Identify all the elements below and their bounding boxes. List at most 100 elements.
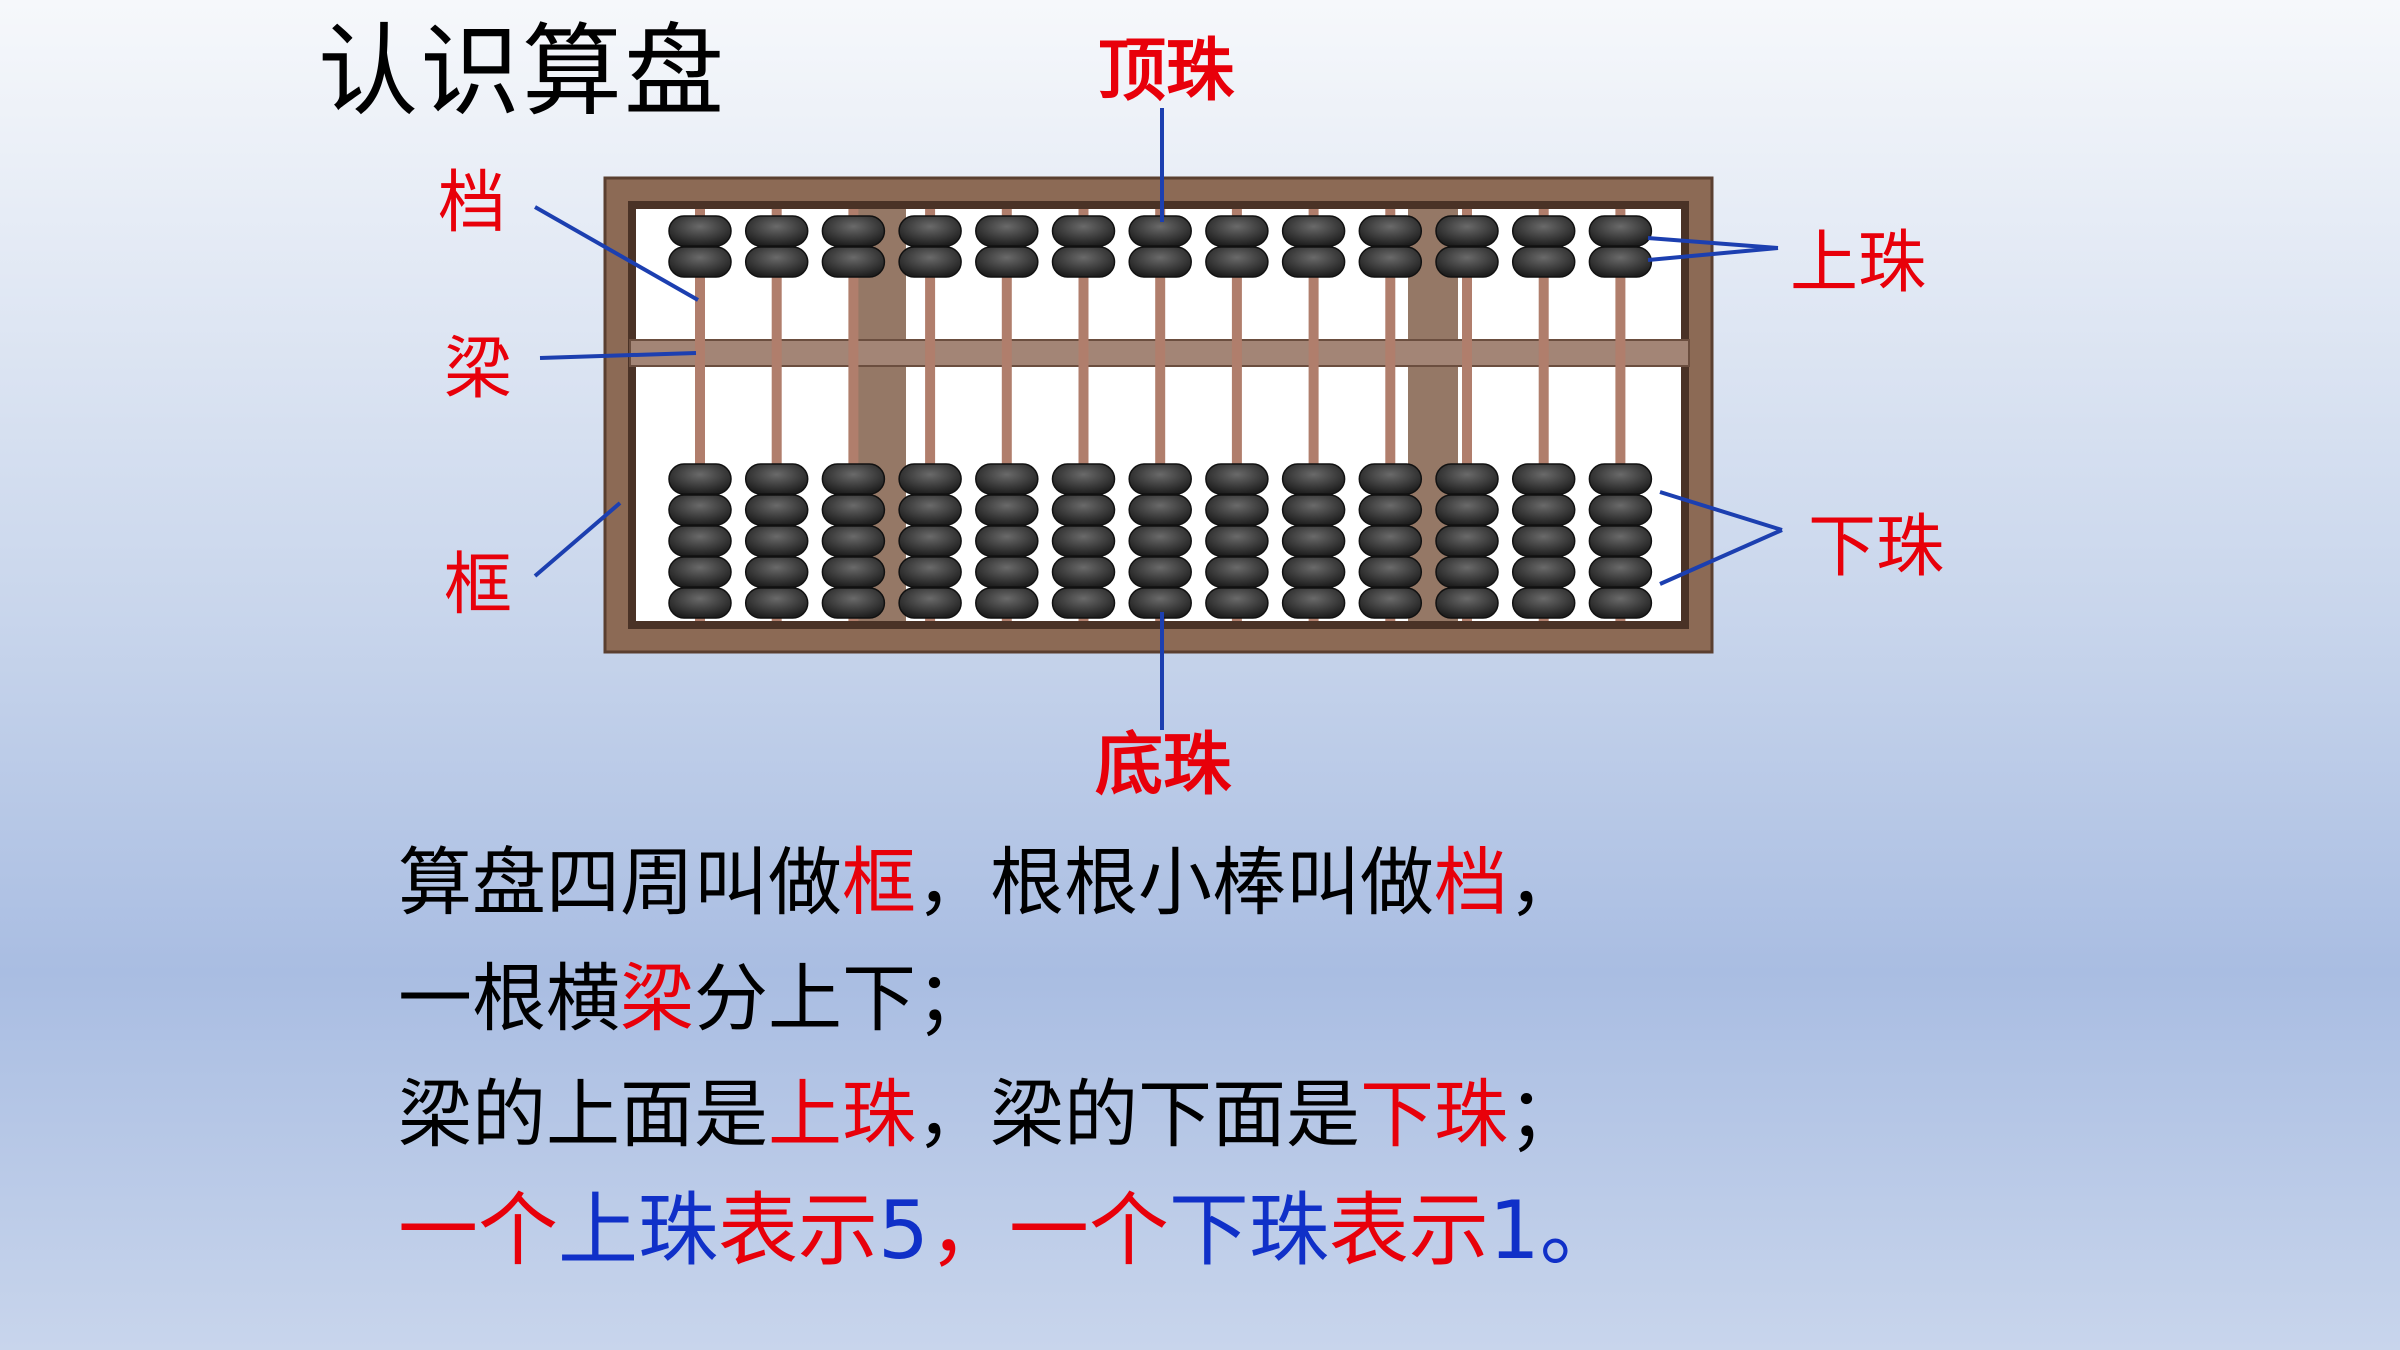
verse-segment: 梁的上面是	[398, 1072, 768, 1158]
label-xiazhu: 下珠	[1808, 508, 1945, 587]
lower-bead	[1435, 463, 1499, 495]
upper-bead	[1511, 246, 1576, 278]
lower-bead	[1051, 463, 1116, 495]
lower-bead	[1205, 556, 1269, 588]
lower-bead	[821, 556, 886, 588]
lower-bead	[668, 556, 732, 588]
abacus-rod	[1308, 209, 1319, 621]
upper-bead	[1281, 246, 1346, 278]
verse-segment: 档	[1434, 840, 1508, 926]
lower-bead	[744, 463, 809, 495]
verse-segment: ，一个	[928, 1184, 1169, 1277]
abacus-rod	[1231, 209, 1242, 621]
leader-line-kuang	[533, 501, 622, 578]
abacus-rod	[1462, 209, 1472, 621]
lower-bead	[821, 463, 886, 495]
lower-bead	[1435, 494, 1499, 526]
upper-bead	[668, 246, 732, 278]
abacus-rod	[848, 209, 859, 621]
lower-bead	[975, 525, 1039, 557]
lower-bead	[898, 463, 962, 495]
lower-bead	[744, 556, 809, 588]
upper-bead	[1128, 246, 1192, 278]
verse-segment: 上珠	[768, 1072, 916, 1158]
verse-segment: 一根横	[398, 956, 620, 1042]
lower-bead	[668, 587, 732, 619]
leader-line-shangzhu	[1647, 236, 1779, 250]
lower-bead	[744, 587, 809, 619]
abacus-rod	[925, 209, 936, 621]
abacus-rod	[771, 209, 782, 621]
verse-line: 算盘四周叫做框，根根小棒叫做档，	[398, 825, 1620, 941]
lower-bead	[1128, 556, 1192, 588]
upper-bead	[744, 215, 809, 247]
verse-line: 一个上珠表示5，一个下珠表示1。	[398, 1173, 1620, 1289]
verse-segment: 表示	[1328, 1184, 1489, 1277]
lower-bead	[1435, 525, 1499, 557]
lower-bead	[821, 525, 886, 557]
verse-segment: 框	[842, 840, 916, 926]
upper-bead	[1435, 246, 1499, 278]
verse-segment: 下珠	[1168, 1184, 1329, 1277]
lower-bead	[975, 494, 1039, 526]
abacus-rod	[1078, 209, 1089, 621]
lower-bead	[898, 494, 962, 526]
verse-segment: 下珠	[1360, 1072, 1508, 1158]
verse-segment: 1。	[1488, 1184, 1620, 1277]
lower-bead	[898, 556, 962, 588]
upper-bead	[821, 215, 886, 247]
leader-line-xiazhu	[1659, 528, 1783, 586]
lower-bead	[898, 525, 962, 557]
upper-bead	[898, 215, 962, 247]
lower-bead	[975, 587, 1039, 619]
lower-bead	[898, 587, 962, 619]
abacus-rod	[1001, 209, 1012, 621]
upper-bead	[744, 246, 809, 278]
leader-line-shangzhu	[1647, 246, 1779, 262]
verse-segment: 算盘四周叫做	[398, 840, 842, 926]
lower-bead	[1205, 525, 1269, 557]
lower-bead	[1051, 556, 1116, 588]
verse-segment: 表示	[718, 1184, 878, 1277]
lower-bead	[1358, 587, 1423, 619]
lower-bead	[1588, 556, 1653, 588]
label-dizhu: 底珠	[1095, 726, 1232, 805]
lower-bead	[975, 463, 1039, 495]
lower-bead	[1051, 587, 1116, 619]
lower-bead	[821, 494, 886, 526]
lower-bead	[1358, 494, 1423, 526]
lower-bead	[1435, 587, 1499, 619]
upper-bead	[975, 215, 1039, 247]
verse-segment: 5	[878, 1184, 929, 1277]
verse-segment: 分上下；	[694, 956, 990, 1042]
upper-bead	[821, 246, 886, 278]
upper-bead	[1051, 215, 1116, 247]
abacus-rod	[1615, 209, 1626, 621]
lower-bead	[1281, 494, 1346, 526]
verse-segment: 上珠	[558, 1184, 718, 1277]
upper-bead	[898, 246, 962, 278]
upper-bead	[975, 246, 1039, 278]
upper-bead	[1051, 246, 1116, 278]
abacus-rod	[1385, 209, 1396, 621]
lower-bead	[1511, 463, 1576, 495]
lower-bead	[1051, 494, 1116, 526]
label-dingzhu: 顶珠	[1098, 32, 1235, 111]
verse-line: 梁的上面是上珠，梁的下面是下珠；	[398, 1057, 1620, 1173]
verse-segment: 梁	[620, 956, 694, 1042]
lower-bead	[1128, 494, 1192, 526]
lower-bead	[1588, 587, 1653, 619]
lower-bead	[1128, 525, 1192, 557]
lower-bead	[1358, 463, 1423, 495]
label-shangzhu: 上珠	[1790, 224, 1927, 303]
label-liang: 梁	[444, 330, 513, 409]
abacus-rod	[695, 209, 705, 621]
label-dang: 档	[438, 164, 507, 243]
upper-bead	[1511, 215, 1576, 247]
label-kuang: 框	[444, 546, 513, 625]
lower-bead	[1281, 463, 1346, 495]
verse-segment: ，梁的下面是	[916, 1072, 1360, 1158]
lower-bead	[1281, 525, 1346, 557]
lower-bead	[1358, 525, 1423, 557]
